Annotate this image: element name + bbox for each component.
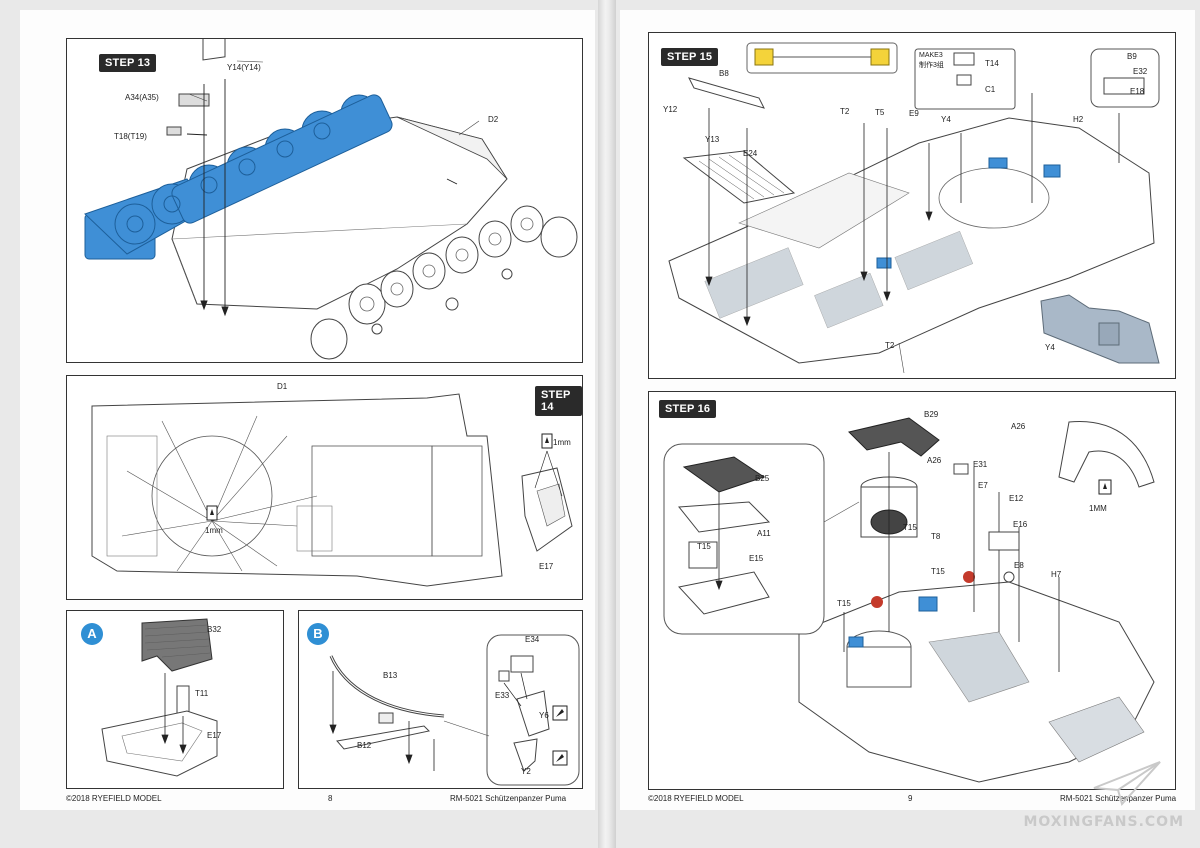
step16-badge: STEP 16 (659, 400, 717, 418)
part-label-b29: B29 (924, 410, 939, 419)
step15-drawing (668, 42, 1160, 374)
substep-b-panel: B B13 B12 E34 E33 Y6 Y2 (298, 610, 583, 789)
part-label-d1: D1 (277, 382, 288, 391)
part-label-b32: B32 (207, 625, 222, 634)
left-page: STEP 13 Y14(Y14) A34(A35) T18(T19) D2 (20, 10, 595, 810)
substep-b-drawing (329, 634, 580, 786)
part-label-b25: B25 (755, 474, 770, 483)
part-label-e18: E18 (1130, 87, 1145, 96)
part-label-e7: E7 (978, 481, 988, 490)
substep-a-drawing (101, 618, 218, 777)
part-label-d2: D2 (488, 115, 499, 124)
make-note-cn: 制作3组 (919, 62, 944, 69)
part-label-a11: A11 (757, 529, 771, 538)
right-page: STEP 15 MAKE3 制作3组 B8 Y12 Y13 E24 T2 T5 … (620, 10, 1195, 810)
cut-note-1mm-a: 1mm (205, 526, 223, 535)
step14-panel: STEP 14 D1 1mm 1mm E17 (66, 375, 583, 600)
footer-title-left: RM-5021 Schützenpanzer Puma (450, 794, 567, 803)
part-label-y12: Y12 (663, 105, 678, 114)
part-label-t2-bottom: T2 (885, 341, 895, 350)
part-label-a34: A34(A35) (125, 93, 159, 102)
part-label-e31: E31 (973, 460, 988, 469)
cut-note-1mm-step16: 1MM (1089, 504, 1107, 513)
part-label-e24: E24 (743, 149, 758, 158)
part-label-t11: T11 (195, 689, 209, 698)
paper-plane-icon (1093, 761, 1161, 807)
part-label-e34: E34 (525, 635, 540, 644)
footer-page-number-right: 9 (908, 794, 913, 803)
step13-drawing (84, 39, 578, 360)
cut-note-1mm-b: 1mm (553, 438, 571, 447)
part-label-h2: H2 (1073, 115, 1084, 124)
step13-panel: STEP 13 Y14(Y14) A34(A35) T18(T19) D2 (66, 38, 583, 363)
part-label-t15-mid: T15 (931, 567, 945, 576)
step16-panel: STEP 16 B29 A26 A26 1MM B25 A11 T15 E15 … (648, 391, 1176, 790)
part-label-a26-center: A26 (927, 456, 942, 465)
footer-copyright-left: ©2018 RYEFIELD MODEL (66, 794, 162, 803)
step14-drawing (91, 393, 573, 587)
footer-page-number-left: 8 (328, 794, 333, 803)
make-note-en: MAKE3 (919, 52, 943, 59)
part-label-a26-right: A26 (1011, 422, 1026, 431)
part-label-e15: E15 (749, 554, 764, 563)
part-label-e12: E12 (1009, 494, 1024, 503)
part-label-e32: E32 (1133, 67, 1148, 76)
watermark-text: MOXINGFANS.COM (1023, 814, 1184, 830)
part-label-e8: E8 (1014, 561, 1024, 570)
part-label-e17-a: E17 (207, 731, 222, 740)
part-label-c1: C1 (985, 85, 996, 94)
page-gutter (598, 0, 616, 848)
part-label-e16: E16 (1013, 520, 1028, 529)
step16-drawing (663, 417, 1155, 783)
part-label-y6: Y6 (539, 711, 549, 720)
substep-a-badge: A (81, 623, 103, 645)
part-label-y4-top: Y4 (941, 115, 951, 124)
part-label-t15-ring: T15 (903, 523, 917, 532)
part-label-h7: H7 (1051, 570, 1062, 579)
step13-badge: STEP 13 (99, 54, 157, 72)
part-label-y2: Y2 (521, 767, 531, 776)
part-label-b13: B13 (383, 671, 398, 680)
step14-badge: STEP 14 (535, 386, 582, 416)
step15-panel: STEP 15 MAKE3 制作3组 B8 Y12 Y13 E24 T2 T5 … (648, 32, 1176, 379)
part-label-t15-left: T15 (837, 599, 851, 608)
part-label-t15-bubble: T15 (697, 542, 711, 551)
part-label-y13: Y13 (705, 135, 720, 144)
part-label-e33: E33 (495, 691, 510, 700)
substep-a-panel: A B32 T11 E17 (66, 610, 284, 789)
part-label-b8: B8 (719, 69, 729, 78)
footer-copyright-right: ©2018 RYEFIELD MODEL (648, 794, 744, 803)
part-label-e9: E9 (909, 109, 919, 118)
footer-title-right: RM-5021 Schützenpanzer Puma (1060, 794, 1177, 803)
substep-b-badge: B (307, 623, 329, 645)
part-label-t18: T18(T19) (114, 132, 147, 141)
part-label-b9: B9 (1127, 52, 1137, 61)
part-label-t2-top: T2 (840, 107, 850, 116)
part-label-y4-bottom: Y4 (1045, 343, 1055, 352)
part-label-t14: T14 (985, 59, 999, 68)
part-label-t8: T8 (931, 532, 941, 541)
part-label-e17: E17 (539, 562, 554, 571)
part-label-b12: B12 (357, 741, 372, 750)
step15-badge: STEP 15 (661, 48, 719, 66)
part-label-y14: Y14(Y14) (227, 63, 261, 72)
part-label-t5: T5 (875, 108, 885, 117)
